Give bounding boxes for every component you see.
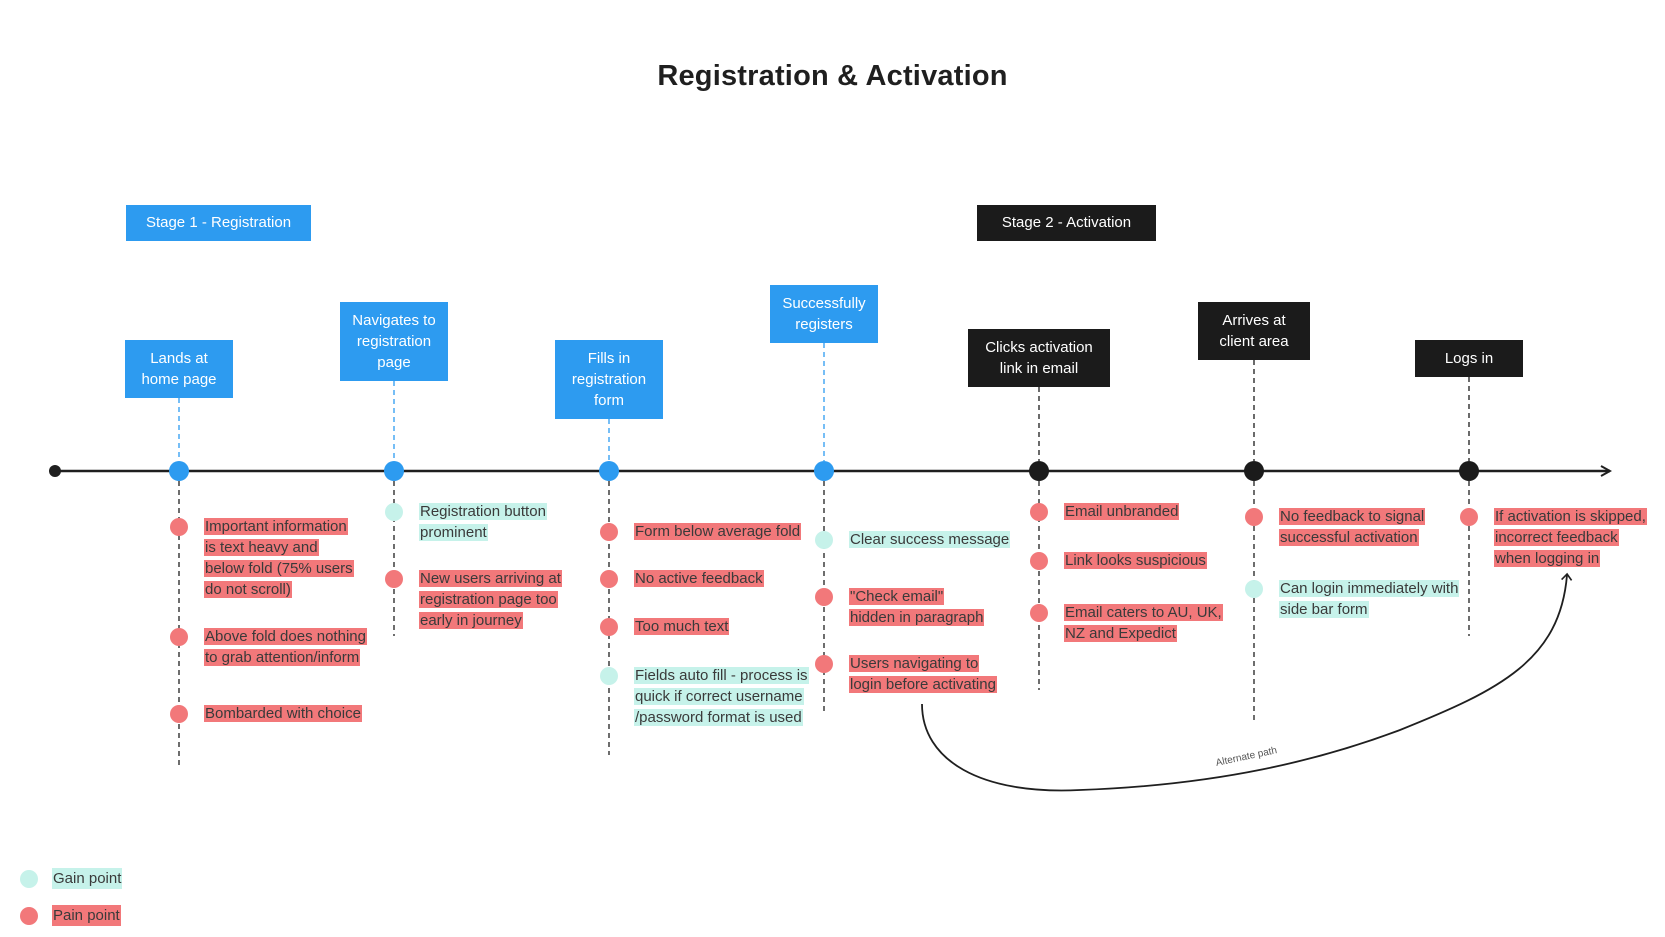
pain-point-dot — [1245, 508, 1263, 526]
pain-point-dot — [1030, 552, 1048, 570]
legend-label-pain: Pain point — [52, 905, 121, 926]
gain-point-note: Registration button prominent — [419, 501, 547, 543]
pain-point-note: Form below average fold — [634, 521, 802, 542]
step-box-5: Clicks activation link in email — [968, 329, 1110, 387]
step-box-7: Logs in — [1415, 340, 1523, 377]
pain-point-note: Link looks suspicious — [1064, 550, 1207, 571]
pain-point-dot — [170, 705, 188, 723]
pain-point-dot — [1030, 604, 1048, 622]
milestone-dot-2 — [384, 461, 404, 481]
pain-point-note: Above fold does nothing to grab attentio… — [204, 626, 367, 668]
milestone-dot-6 — [1244, 461, 1264, 481]
pain-point-note: New users arriving at registration page … — [419, 568, 562, 631]
page-title: Registration & Activation — [657, 60, 1008, 92]
gain-point-text: Clear success message — [849, 531, 1011, 548]
pain-point-dot — [600, 618, 618, 636]
pain-point-note: No active feedback — [634, 568, 764, 589]
pain-point-note: "Check email" hidden in paragraph — [849, 586, 985, 628]
step-box-2: Navigates to registration page — [340, 302, 448, 381]
gain-point-note: Clear success message — [849, 529, 1011, 550]
pain-point-note: If activation is skipped, incorrect feed… — [1494, 506, 1647, 569]
milestone-dot-3 — [599, 461, 619, 481]
gain-point-dot — [1245, 580, 1263, 598]
gain-point-text: Can login immediately with side bar form — [1279, 580, 1460, 618]
pain-point-note: Users navigating to login before activat… — [849, 653, 997, 695]
pain-point-text: Too much text — [634, 618, 730, 635]
pain-legend-dot — [20, 907, 38, 925]
stage-label-2: Stage 2 - Activation — [977, 205, 1156, 241]
pain-point-text: Important information is text heavy and … — [204, 518, 354, 598]
pain-point-note: Email caters to AU, UK, NZ and Expedict — [1064, 602, 1223, 644]
timeline-start-dot — [49, 465, 61, 477]
pain-point-text: New users arriving at registration page … — [419, 570, 562, 629]
pain-point-text: Email caters to AU, UK, NZ and Expedict — [1064, 604, 1223, 642]
pain-point-note: Important information is text heavy and … — [204, 516, 354, 600]
pain-point-note: Bombarded with choice — [204, 703, 362, 724]
pain-point-dot — [1460, 508, 1478, 526]
pain-point-dot — [600, 570, 618, 588]
gain-point-note: Can login immediately with side bar form — [1279, 578, 1460, 620]
pain-point-note: No feedback to signal successful activat… — [1279, 506, 1426, 548]
step-box-6: Arrives at client area — [1198, 302, 1310, 360]
pain-point-dot — [1030, 503, 1048, 521]
gain-point-text: Registration button prominent — [419, 503, 547, 541]
pain-point-dot — [815, 655, 833, 673]
step-box-1: Lands at home page — [125, 340, 233, 398]
pain-point-note: Email unbranded — [1064, 501, 1180, 522]
pain-point-text: Email unbranded — [1064, 503, 1180, 520]
gain-point-dot — [385, 503, 403, 521]
gain-legend-dot — [20, 870, 38, 888]
pain-point-dot — [170, 518, 188, 536]
step-box-3: Fills in registration form — [555, 340, 663, 419]
milestone-dot-5 — [1029, 461, 1049, 481]
pain-point-text: Form below average fold — [634, 523, 802, 540]
pain-point-dot — [815, 588, 833, 606]
pain-point-text: Link looks suspicious — [1064, 552, 1207, 569]
step-box-4: Successfully registers — [770, 285, 878, 343]
pain-point-dot — [170, 628, 188, 646]
pain-point-dot — [600, 523, 618, 541]
stage-label-1: Stage 1 - Registration — [126, 205, 311, 241]
gain-point-dot — [600, 667, 618, 685]
gain-point-note: Fields auto fill - process is quick if c… — [634, 665, 809, 728]
gain-point-dot — [815, 531, 833, 549]
milestone-dot-1 — [169, 461, 189, 481]
pain-point-text: "Check email" hidden in paragraph — [849, 588, 985, 626]
pain-point-note: Too much text — [634, 616, 730, 637]
pain-point-dot — [385, 570, 403, 588]
pain-point-text: If activation is skipped, incorrect feed… — [1494, 508, 1647, 567]
pain-point-text: No active feedback — [634, 570, 764, 587]
pain-point-text: Bombarded with choice — [204, 705, 362, 722]
alternate-path-arrow — [921, 572, 1573, 792]
milestone-dot-7 — [1459, 461, 1479, 481]
legend-label-gain: Gain point — [52, 868, 123, 889]
pain-point-text: Users navigating to login before activat… — [849, 655, 997, 693]
pain-point-text: No feedback to signal successful activat… — [1279, 508, 1426, 546]
gain-point-text: Fields auto fill - process is quick if c… — [634, 667, 809, 726]
pain-point-text: Above fold does nothing to grab attentio… — [204, 628, 367, 666]
milestone-dot-4 — [814, 461, 834, 481]
